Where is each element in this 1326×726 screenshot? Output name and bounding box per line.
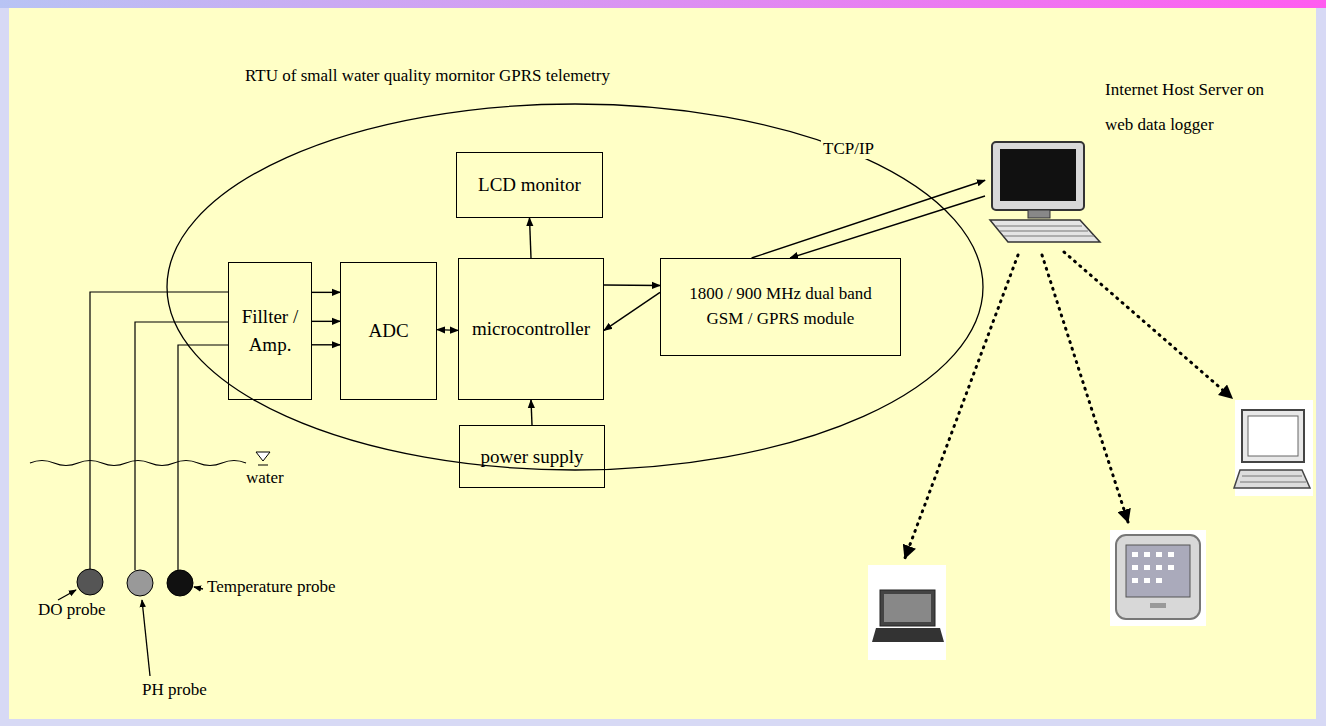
do-probe xyxy=(77,569,103,595)
dotted-arrow xyxy=(1042,255,1128,522)
desktop-client xyxy=(1110,530,1206,626)
lcd-box: LCD monitor xyxy=(456,152,603,218)
connector-arrow xyxy=(437,329,458,331)
connector-arrow xyxy=(604,284,660,286)
connector-arrow xyxy=(604,292,660,330)
monitor-client xyxy=(1234,400,1313,496)
ph-probe xyxy=(127,570,153,596)
box-label: 1800 / 900 MHz dual band GSM / GPRS modu… xyxy=(678,282,883,331)
water-surface xyxy=(30,461,246,466)
filter-amp-box: Fillter / Amp. xyxy=(228,262,312,400)
water-level-symbol xyxy=(258,465,268,466)
probe-label: Temperature probe xyxy=(207,577,336,597)
box-label: LCD monitor xyxy=(478,171,581,199)
box-label: Fillter / Amp. xyxy=(229,303,311,358)
probe-wire xyxy=(178,345,228,570)
connector-arrow xyxy=(530,218,532,258)
edge-label: TCP/IP xyxy=(821,139,876,159)
dotted-arrow xyxy=(905,255,1018,558)
dotted-arrow xyxy=(1064,252,1232,398)
server-label: Internet Host Server on web data logger xyxy=(1105,72,1273,142)
connector-arrow xyxy=(531,400,532,425)
connector-arrow xyxy=(752,180,985,258)
connector-arrow xyxy=(790,196,985,258)
top-bar xyxy=(0,0,1326,8)
water-level-symbol xyxy=(256,452,270,461)
water-label: water xyxy=(246,468,284,488)
server-computer-icon xyxy=(990,142,1100,242)
laptop-client xyxy=(868,565,946,660)
box-label: ADC xyxy=(368,317,408,345)
probe-wire xyxy=(90,292,228,570)
leader-arrow xyxy=(194,587,203,589)
diagram-title: RTU of small water quality mornitor GPRS… xyxy=(245,64,610,89)
connector-arrow xyxy=(312,321,340,322)
probe-label: PH probe xyxy=(142,680,207,700)
leader-arrow xyxy=(58,590,76,600)
connector-arrow xyxy=(312,344,340,345)
temperature-probe xyxy=(167,570,193,596)
adc-box: ADC xyxy=(340,262,437,400)
host-server: Internet Host Server on web data logger xyxy=(985,70,1315,245)
gsm-module-box: 1800 / 900 MHz dual band GSM / GPRS modu… xyxy=(660,258,901,356)
probe-label: DO probe xyxy=(38,600,106,620)
leader-arrow xyxy=(142,600,150,676)
microcontroller-box: microcontroller xyxy=(458,258,604,400)
connector-arrow xyxy=(312,292,340,293)
probe-wire xyxy=(135,322,228,570)
box-label: power supply xyxy=(481,443,584,471)
box-label: microcontroller xyxy=(472,315,590,343)
rtu-enclosure: RTU of small water quality mornitor GPRS… xyxy=(160,58,990,472)
enclosure-outline xyxy=(160,58,990,472)
power-supply-box: power supply xyxy=(459,425,605,488)
